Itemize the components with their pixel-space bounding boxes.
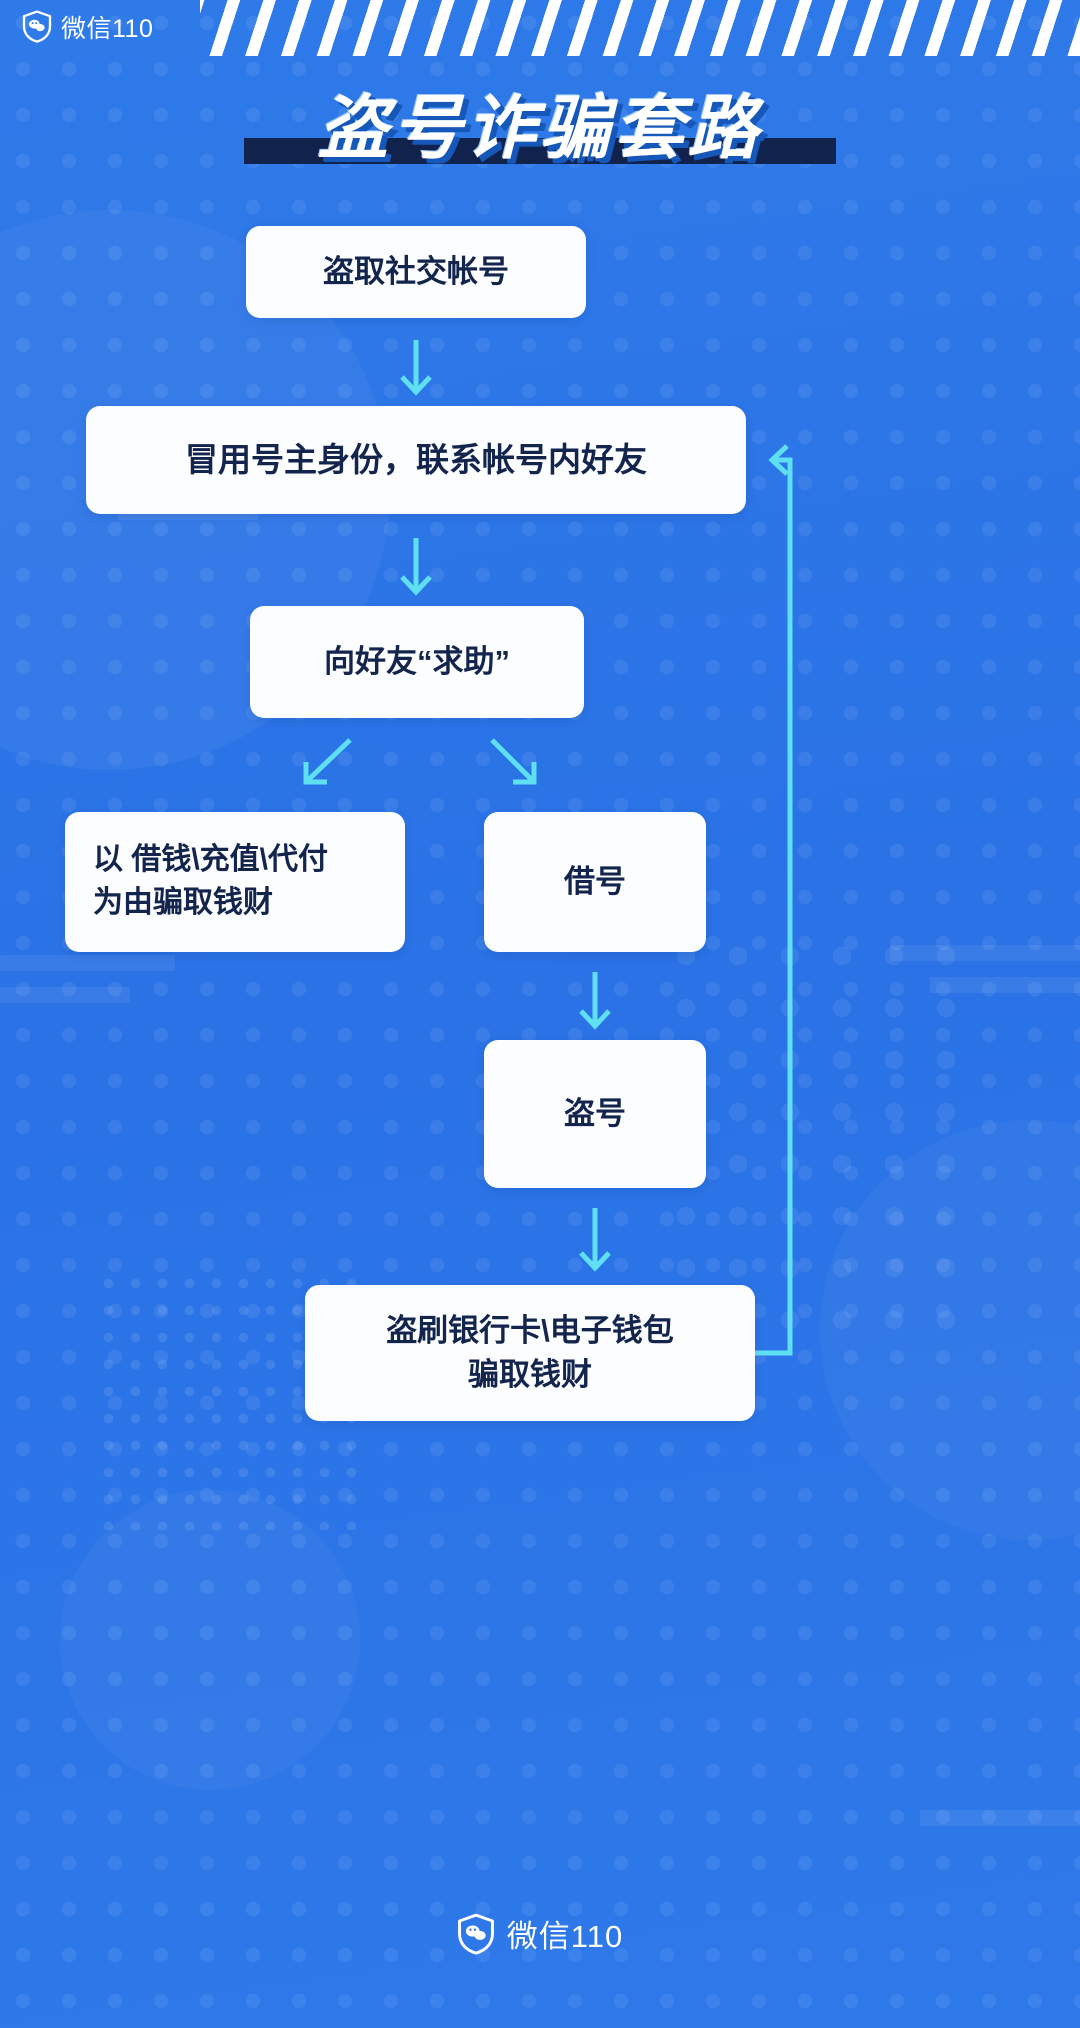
flow-node-line: 骗取钱财 [468,1357,592,1392]
arrow-down-icon [579,1208,611,1272]
background-circle-decoration [60,1490,360,1790]
flow-node-line: 盗刷银行卡\电子钱包 [386,1312,674,1348]
poster-footer: 微信110 [0,1913,1080,1960]
poster-header: 微信110 [0,0,1080,56]
arrow-down-icon [579,972,611,1030]
page-title-text: 盗号诈骗套路 [318,89,762,167]
flow-node-bank-fraud[interactable]: 盗刷银行卡\电子钱包 骗取钱财 [305,1285,755,1421]
title-underline-bar [244,138,836,164]
flow-node-line: 盗号 [564,1095,626,1131]
loop-back-arrow-icon [755,444,793,1356]
page-title: 盗号诈骗套路 [0,76,1080,186]
header-brand: 微信110 [22,10,153,48]
header-brand-label: 微信110 [61,14,154,43]
flow-node-line: 以 借钱\充值\代付 [93,843,329,877]
flow-node-steal-again[interactable]: 盗号 [484,1040,706,1188]
flow-node-steal-account[interactable]: 盗取社交帐号 [246,226,586,318]
arrow-down-left-icon [303,738,352,785]
background-bars-decoration [920,1810,1080,1842]
flow-node-impersonate[interactable]: 冒用号主身份，联系帐号内好友 [86,406,746,514]
shield-wechat-icon [22,10,52,48]
flow-node-line: 向好友“求助” [324,643,510,679]
shield-wechat-icon [457,1913,495,1960]
flow-node-line: 冒用号主身份，联系帐号内好友 [185,440,647,478]
flow-node-borrow-money[interactable]: 以 借钱\充值\代付 为由骗取钱财 [65,812,405,952]
flow-node-line: 盗取社交帐号 [323,253,509,289]
background-bars-decoration [890,945,1080,1009]
flow-node-line: 为由骗取钱财 [93,886,273,919]
flow-node-borrow-account[interactable]: 借号 [484,812,706,952]
background-circle-decoration [820,1120,1080,1540]
background-bars-decoration [0,955,200,1019]
diagonal-stripes-decoration [200,0,1080,56]
flow-node-ask-help[interactable]: 向好友“求助” [250,606,584,718]
arrow-down-right-icon [490,738,537,785]
arrow-down-icon [400,340,432,396]
footer-brand-label: 微信110 [506,1919,624,1954]
arrow-down-icon [400,538,432,596]
flow-node-line: 借号 [564,863,626,899]
